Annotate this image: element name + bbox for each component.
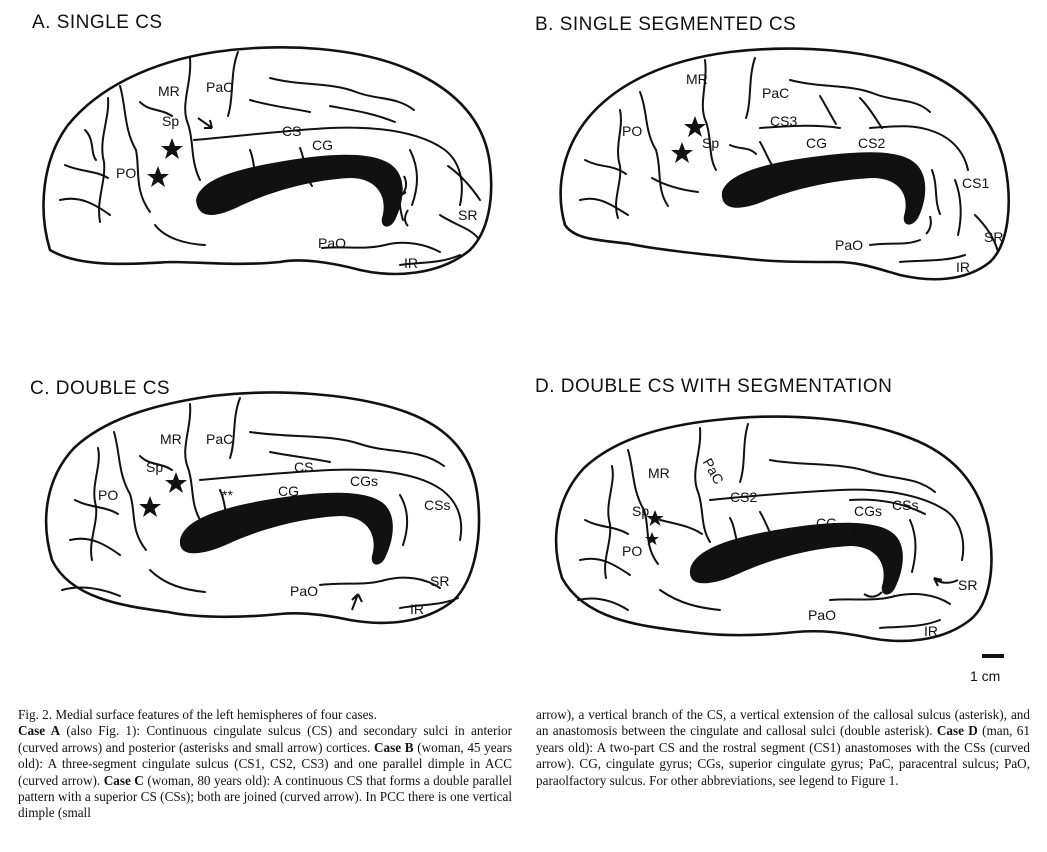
label-ir: IR [924,623,938,639]
label-cs3: CS3 [770,113,797,129]
label-po: PO [622,543,642,559]
star-icon [646,510,664,526]
corpus-callosum-a [196,154,403,227]
star-markers [139,116,706,545]
label-mr: MR [160,431,182,447]
case-b-label: Case B [374,739,414,755]
label-ir: IR [956,259,970,275]
labels-a: MR PaC Sp CS CG PO SR PaO IR [116,79,477,271]
case-c-text: (woman, 80 years old): A continuous CS t… [18,772,513,821]
caption-continued: arrow), a vertical branch of the CS, a v… [536,707,1030,739]
arrow-icon [399,175,408,197]
panel-a-title: A. SINGLE CS [32,12,163,33]
scale-bar-label: 1 cm [970,668,1001,684]
label-sp: Sp [702,135,719,151]
label-cs: CS [282,123,301,139]
label-mr: MR [686,71,708,87]
label-cs: CS [294,459,313,475]
brain-outline-c [44,391,481,625]
star-icon [165,472,187,493]
label-cgs: CGs [350,473,378,489]
figure-caption-right: arrow), a vertical branch of the CS, a v… [536,707,1030,789]
label-cs1: CS1 [852,525,879,541]
figure-caption-left: Fig. 2. Medial surface features of the l… [18,707,512,822]
label-pac: PaC [762,85,789,101]
panel-b-title: B. SINGLE SEGMENTED CS [535,14,797,35]
label-double-asterisk: ** [222,487,233,503]
label-pac: PaC [700,455,727,487]
label-pac: PaC [206,431,233,447]
label-cgs: CGs [854,503,882,519]
star-icon [139,496,161,517]
label-css: CSs [424,497,450,513]
label-ir: IR [410,601,424,617]
arrow-icon [404,209,409,227]
label-cg: CG [806,135,827,151]
label-sp: Sp [162,113,179,129]
label-po: PO [622,123,642,139]
label-cg: CG [312,137,333,153]
label-css: CSs [892,497,918,513]
sulci-c [61,397,463,609]
arrow-markers [197,117,959,611]
label-pao: PaO [318,235,346,251]
arrow-icon [925,215,932,235]
corpus-callosum-d [689,522,903,595]
label-ir: IR [404,255,418,271]
label-pac: PaC [206,79,233,95]
case-a-text: (also Fig. 1): Continuous cingulate sulc… [18,723,513,755]
label-cs1: CS1 [962,175,989,191]
label-cg: CG [278,483,299,499]
panel-d-title: D. DOUBLE CS WITH SEGMENTATION [535,376,893,397]
label-pao: PaO [808,607,836,623]
sulci-a [59,51,481,266]
case-c-label: Case C [103,772,144,788]
labels-c: MR PaC Sp CS CGs PO ** CG CSs PaO SR IR [98,431,450,617]
case-b-text: (woman, 45 years old): A three-segment c… [18,739,512,788]
panel-c-title: C. DOUBLE CS [30,378,171,399]
label-sr: SR [958,577,977,593]
arrow-icon [351,593,363,611]
label-sp: Sp [632,503,649,519]
label-po: PO [116,165,136,181]
label-sr: SR [984,229,1003,245]
star-icon [645,532,659,545]
caption-intro: Fig. 2. Medial surface features of the l… [18,707,377,722]
label-cs2: CS2 [730,489,757,505]
brain-figure: MR PaC Sp CS CG PO SR PaO IR MR PaC CS3 … [42,46,1010,658]
arrow-icon [197,117,213,129]
label-sp: Sp [146,459,163,475]
label-mr: MR [158,83,180,99]
label-pao: PaO [835,237,863,253]
labels-b: MR PaC CS3 PO Sp CG CS2 CS1 PaO SR IR [622,71,1003,275]
label-po: PO [98,487,118,503]
sulci-b [579,57,999,263]
star-icon [684,116,706,137]
star-icon [671,142,693,163]
label-pao: PaO [290,583,318,599]
sulci-d [577,423,965,629]
label-sr: SR [458,207,477,223]
label-mr: MR [648,465,670,481]
label-cs2: CS2 [858,135,885,151]
case-d-label: Case D [936,723,978,739]
star-icon [147,166,169,187]
case-a-label: Case A [18,723,61,739]
scale-bar [982,654,1004,658]
arrow-icon [863,591,883,598]
brain-outline-b [559,47,1010,281]
corpus-callosum-c [179,492,393,565]
brain-outline-d [554,415,993,643]
label-sr: SR [430,573,449,589]
corpus-callosum-b [721,152,926,225]
brain-outline-a [42,46,493,276]
case-d-text: (man, 61 years old): A two-part CS and t… [536,723,1030,788]
star-icon [161,138,183,159]
label-cg: CG [816,515,837,531]
arrow-icon [933,577,959,587]
